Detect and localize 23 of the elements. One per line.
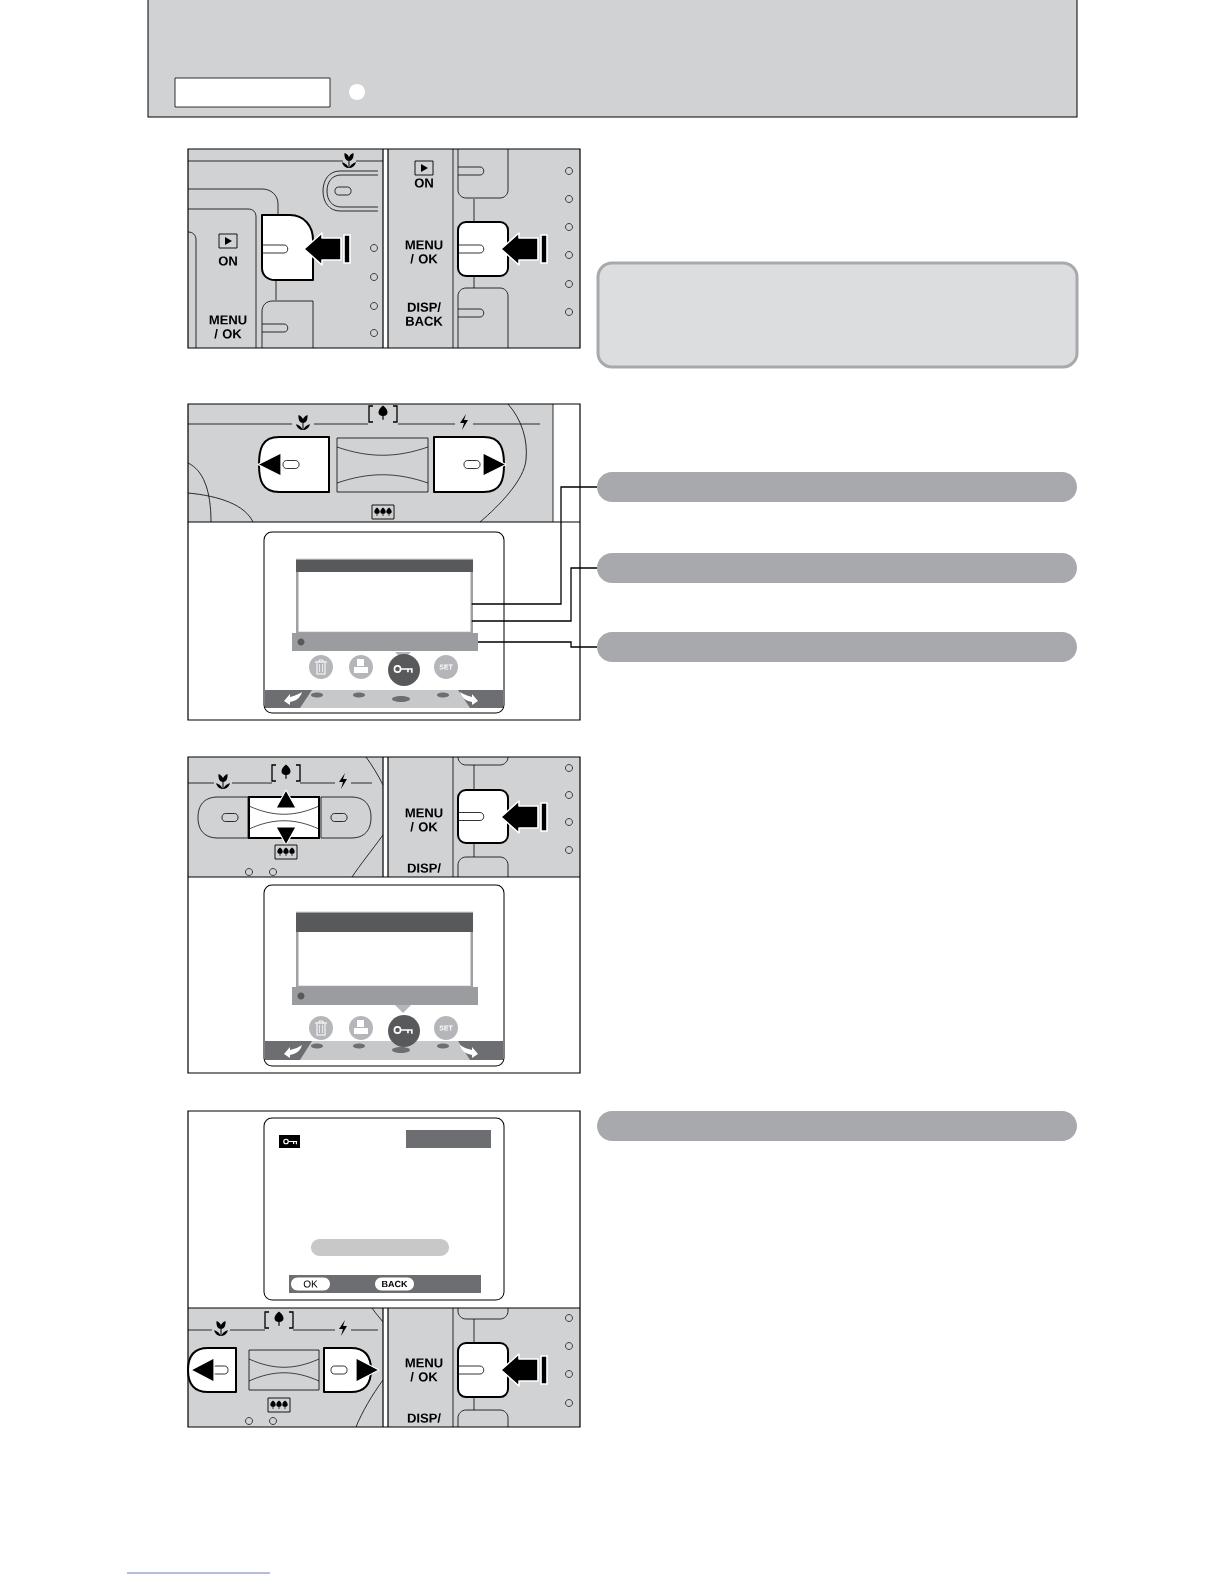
heading-bar [597,553,1077,583]
button-label: DISP/ [407,1413,441,1423]
button-label: ON [218,256,237,266]
highlight-bar [292,633,478,651]
heading-bar [597,632,1077,662]
note-box [596,261,1079,369]
button-label: MENU / OK [209,315,247,339]
selection-bar [311,1239,449,1256]
node-label: OK [303,1280,318,1288]
leader-line [471,486,598,605]
button-label: DISP/ [407,863,441,873]
leader-line [471,567,598,622]
button-label: MENU / OK [405,808,443,832]
heading-bar [597,472,1077,502]
button-label: DISP/ BACK [406,302,443,326]
highlight-bar [292,987,478,1005]
heading-bar [597,1111,1077,1141]
leader-line [477,641,598,648]
node-label: BACK [382,1280,408,1288]
title-bar [406,1130,491,1148]
button-label: MENU / OK [405,1358,443,1382]
button-label: MENU / OK [405,240,443,264]
button-label: ON [414,178,433,188]
